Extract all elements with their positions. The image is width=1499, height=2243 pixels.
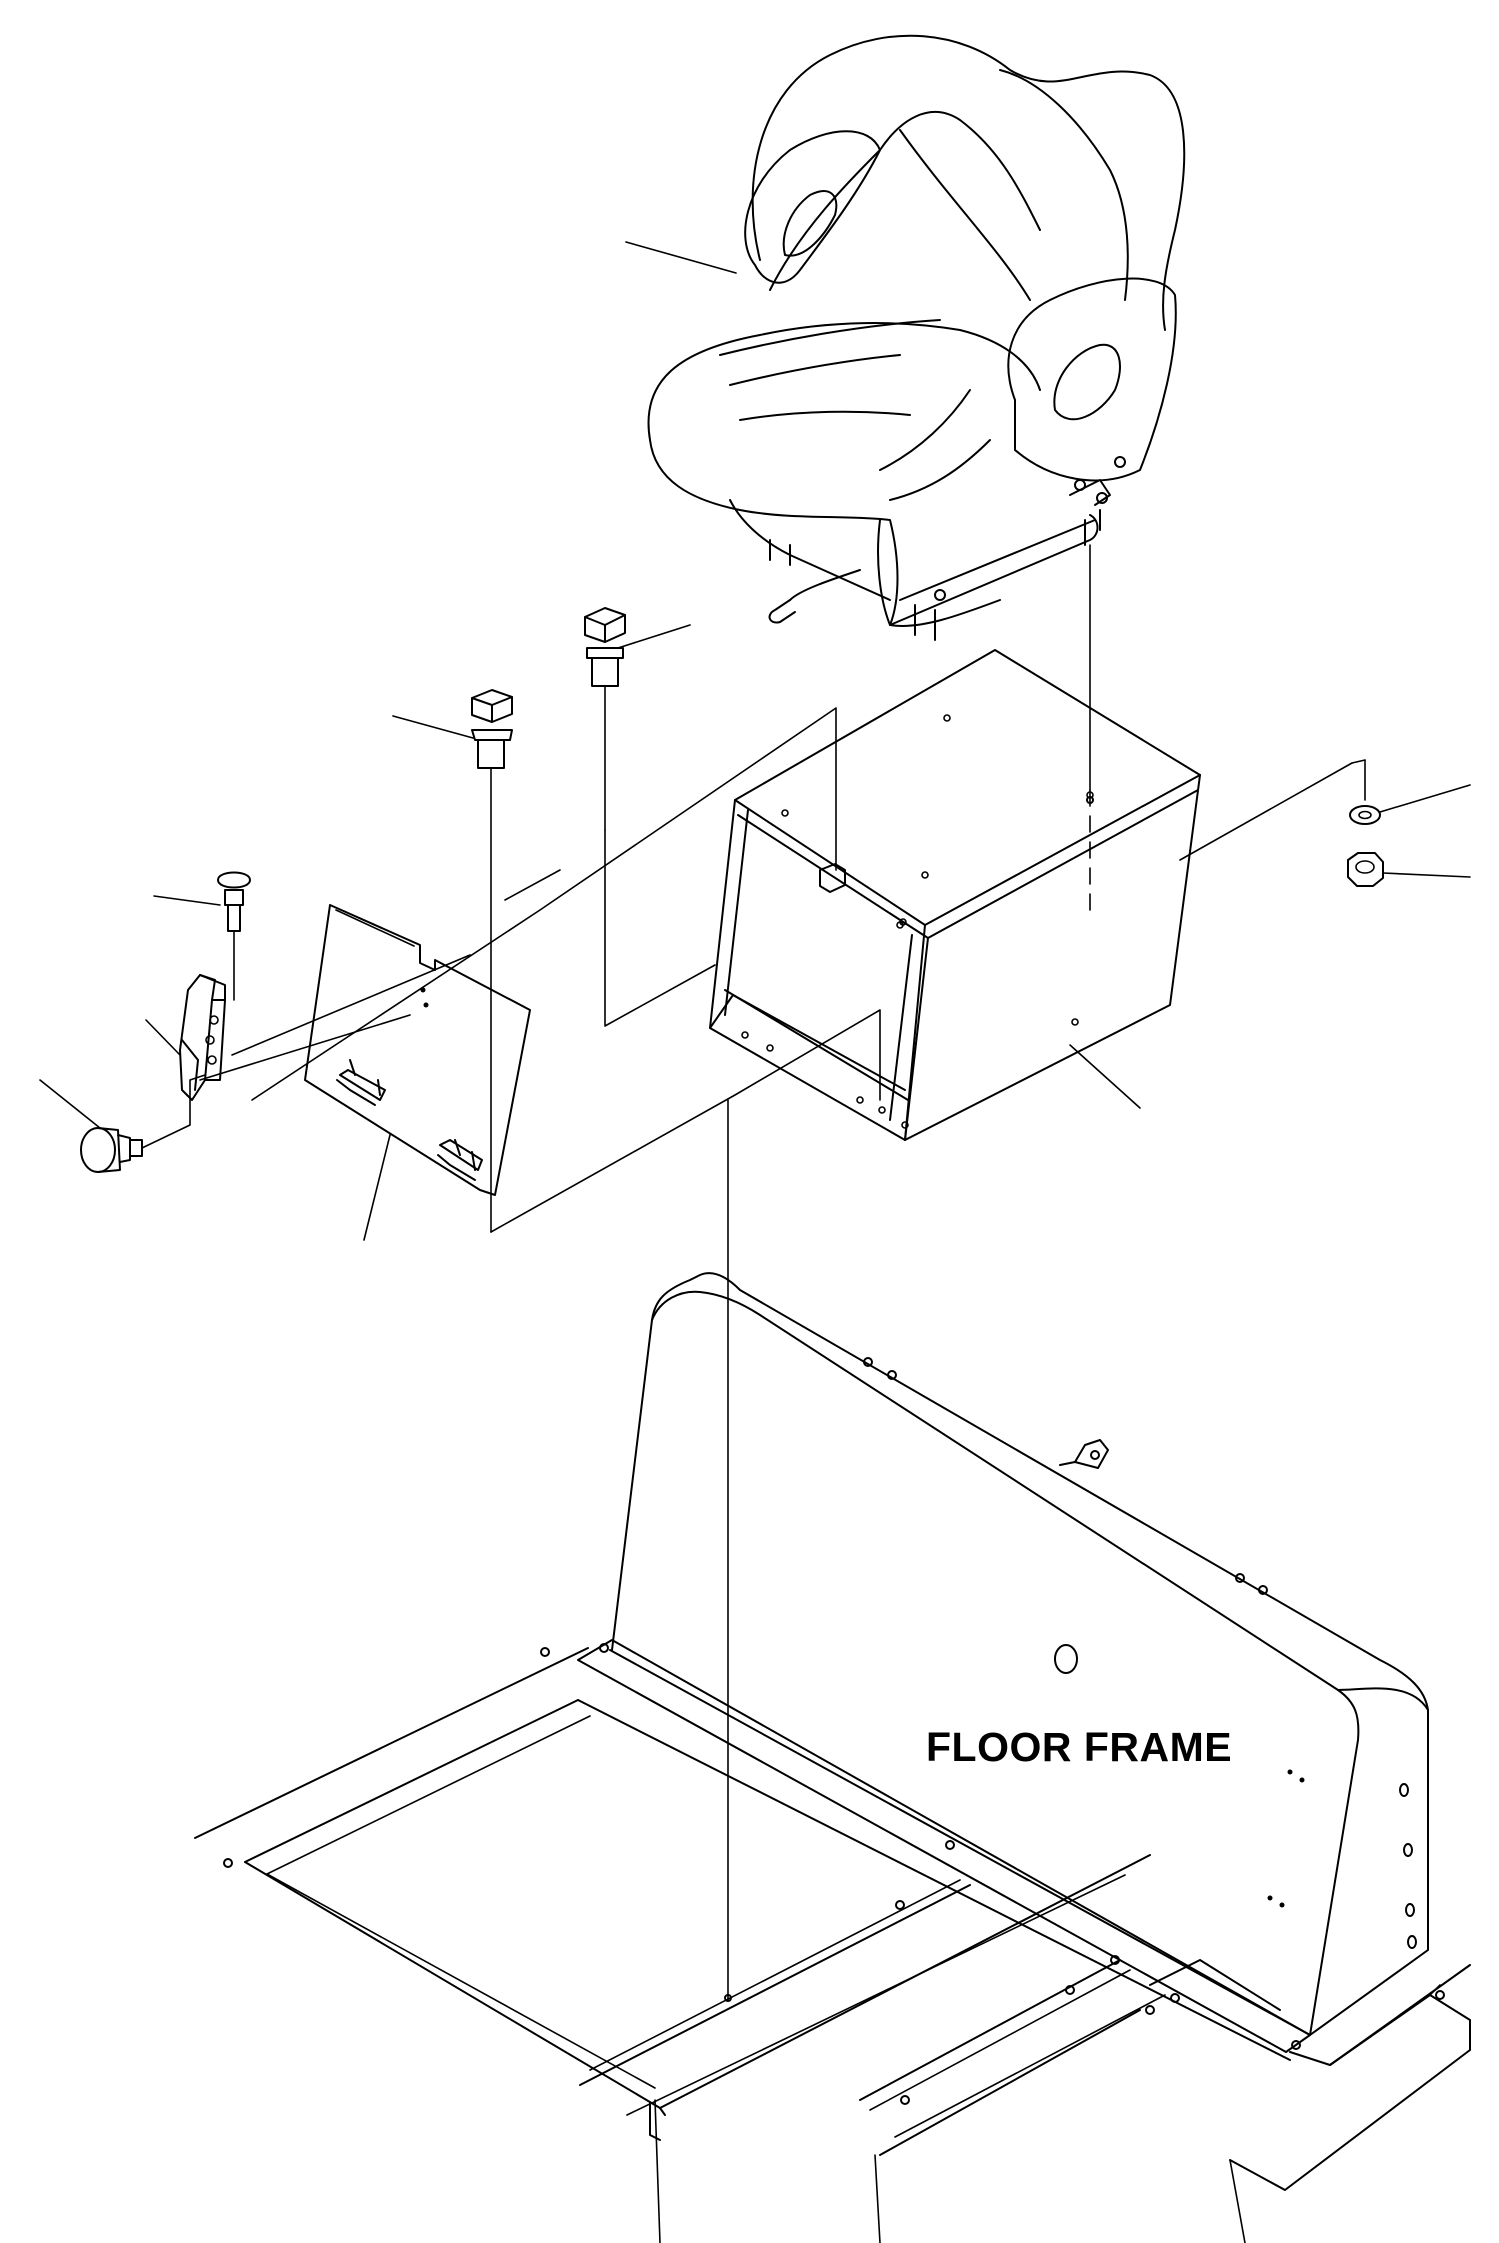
operator-seat <box>625 34 1186 641</box>
hex-nut <box>1347 852 1471 887</box>
washer <box>1349 759 1471 825</box>
latch-assembly <box>145 974 226 1101</box>
knob-bolt <box>39 1074 206 1173</box>
seat-box <box>251 649 1353 1233</box>
bolt-upper <box>584 607 691 831</box>
seat-mounting-line <box>1086 544 1094 911</box>
cover-plate <box>199 904 531 1241</box>
floor-mounting-line <box>724 1099 732 2002</box>
bolt-lower <box>392 689 513 1233</box>
screw-top-left <box>153 871 251 1001</box>
floor-frame <box>194 1272 1471 2243</box>
floor-frame-label: FLOOR FRAME <box>926 1724 1233 1770</box>
